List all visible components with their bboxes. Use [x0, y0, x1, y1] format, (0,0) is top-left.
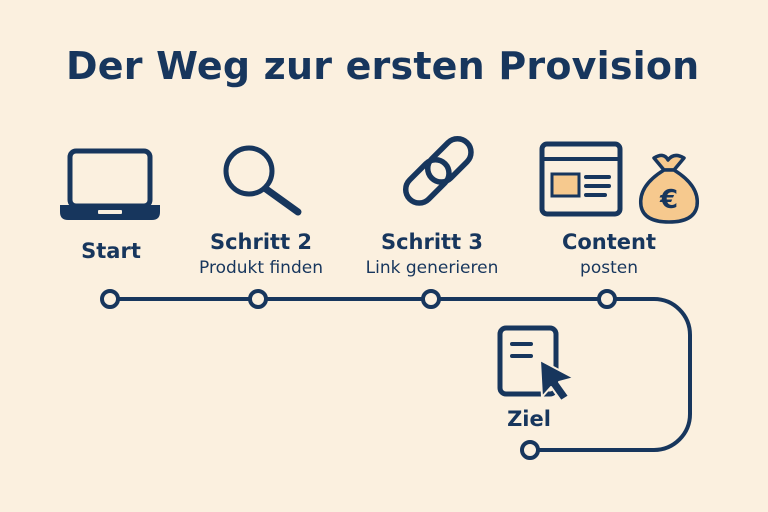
step-sublabel-produkt-finden: Produkt finden [199, 258, 323, 278]
node-schritt-2 [248, 289, 268, 309]
step-sublabel-link-generieren: Link generieren [365, 258, 499, 278]
step-label-start: Start [81, 239, 141, 263]
webpage-icon [539, 141, 623, 217]
journey-path [108, 297, 692, 452]
step-sublabel-posten: posten [580, 258, 638, 278]
laptop-icon [60, 148, 160, 220]
document-cursor-icon [497, 325, 575, 402]
node-start [100, 289, 120, 309]
step-label-schritt-3: Schritt 3 [380, 230, 484, 254]
step-label-content: Content [561, 230, 657, 254]
magnifier-icon [223, 145, 302, 216]
money-bag-icon: € [638, 153, 700, 224]
euro-symbol: € [659, 185, 678, 215]
chain-link-icon [402, 135, 474, 206]
page-title: Der Weg zur ersten Provision [66, 44, 700, 88]
step-label-ziel: Ziel [507, 407, 551, 431]
step-label-schritt-2: Schritt 2 [209, 230, 313, 254]
node-ziel [520, 440, 540, 460]
node-schritt-3 [421, 289, 441, 309]
node-content [597, 289, 617, 309]
